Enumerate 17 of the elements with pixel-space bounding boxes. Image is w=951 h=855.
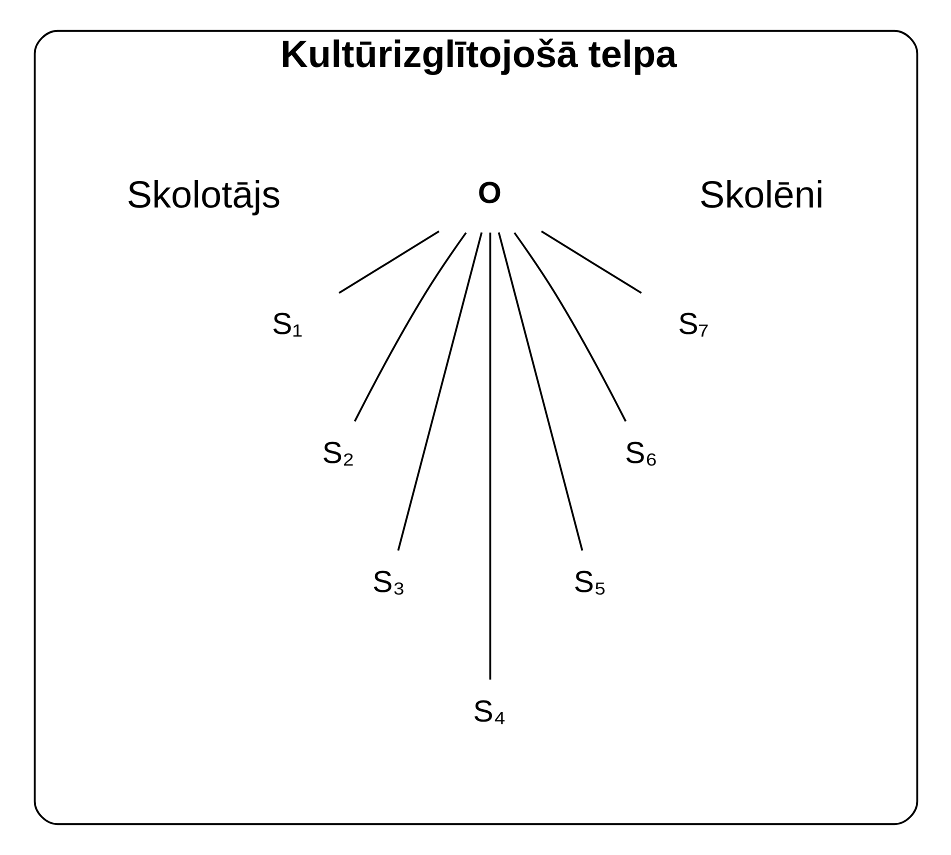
node-text: S₃ <box>372 566 405 600</box>
label: Skolēni <box>698 174 824 216</box>
connector <box>513 232 626 422</box>
node-text: S₆ <box>624 437 657 470</box>
node-text: S₇ <box>678 308 708 342</box>
node-text: S₅ <box>573 566 606 600</box>
connector <box>488 232 491 680</box>
connector <box>396 232 482 551</box>
connector <box>353 232 466 422</box>
label: Skolotājs <box>126 174 280 216</box>
node-text: S₄ <box>472 695 506 728</box>
node-text: S₂ <box>322 437 354 470</box>
connector <box>540 230 642 294</box>
connector <box>338 230 439 294</box>
node-text: S₁ <box>271 308 302 342</box>
node-text: O <box>477 177 502 210</box>
connector <box>497 232 583 551</box>
